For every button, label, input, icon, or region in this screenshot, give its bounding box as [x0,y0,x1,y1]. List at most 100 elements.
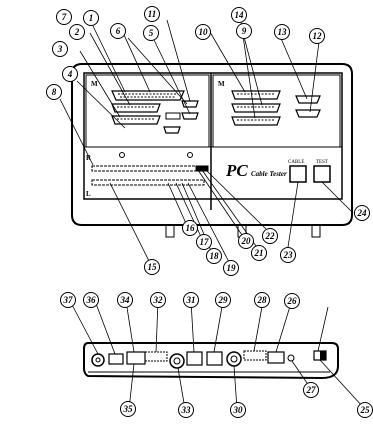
port-db9-b [126,351,146,365]
callout-12: 12 [309,28,325,44]
svg-text:5: 5 [149,28,154,38]
bottom-chassis [83,342,339,380]
connector-db25-right-b [231,103,281,113]
svg-text:7: 7 [62,12,67,22]
svg-text:18: 18 [210,251,220,261]
callout-20: 20 [238,233,254,249]
callout-24: 24 [354,205,370,221]
svg-text:15: 15 [148,262,158,272]
led-indicator-left [119,152,125,158]
callout-27: 27 [303,382,319,398]
callout-31: 31 [183,292,199,308]
callout-18: 18 [206,248,222,264]
callout-26: 26 [284,293,300,309]
connector-db25-b [111,115,161,125]
led-indicator-right [187,152,193,158]
callout-17: 17 [196,234,212,250]
bnc-left [169,353,185,369]
foot-right [311,224,321,238]
callout-19: 19 [223,260,239,276]
svg-text:32: 32 [153,295,164,305]
callout-11: 11 [144,6,160,22]
callout-3: 3 [52,41,68,57]
svg-text:23: 23 [283,250,294,260]
callout-35: 35 [120,401,136,417]
callout-16: 16 [182,220,198,236]
callout-9: 9 [236,23,252,39]
foot-left [165,224,175,238]
svg-text:28: 28 [257,295,268,305]
callout-14: 14 [231,7,247,23]
svg-text:37: 37 [63,295,74,305]
led-row-upper [91,165,205,172]
svg-text:10: 10 [199,27,209,37]
svg-text:22: 22 [265,231,276,241]
left-module-mark: M [91,80,98,88]
callout-1: 1 [83,10,99,26]
connector-small-left [163,126,181,134]
top-unit [71,63,353,238]
right-module-mark: M [218,80,225,88]
callout-5: 5 [143,25,159,41]
svg-text:3: 3 [57,44,63,54]
svg-text:6: 6 [116,26,121,36]
dip-switch-left [144,351,168,362]
svg-text:25: 25 [360,405,371,415]
svg-text:8: 8 [52,87,57,97]
row-mark-lower: L [86,190,91,198]
power-jack [91,353,105,367]
callout-32: 32 [150,292,166,308]
callout-6: 6 [110,23,126,39]
callout-37: 37 [60,292,76,308]
svg-text:33: 33 [181,405,192,415]
callout-29: 29 [215,292,231,308]
svg-text:29: 29 [218,295,229,305]
row-mark-upper: R [86,154,92,162]
callout-34: 34 [117,292,133,308]
cable-button[interactable] [289,165,307,183]
svg-text:30: 30 [233,405,244,415]
callout-30: 30 [230,402,246,418]
callout-33: 33 [178,402,194,418]
svg-text:4: 4 [67,69,73,79]
callout-21: 21 [251,245,267,261]
status-leds [195,165,209,172]
connector-db9-left-b [165,112,199,120]
callouts: 1 7 2 3 4 8 6 5 11 10 9 14 13 12 16 17 1… [46,6,373,418]
top-unit-text: M M R L PC Cable Tester CABLE TEST [86,80,328,198]
svg-text:16: 16 [186,223,196,233]
svg-text:14: 14 [235,10,245,20]
test-button[interactable] [313,165,331,183]
svg-text:34: 34 [120,295,131,305]
svg-text:12: 12 [313,31,323,41]
callout-13: 13 [274,24,290,40]
callout-2: 2 [69,24,85,40]
svg-text:26: 26 [287,296,298,306]
bnc-right [226,351,242,367]
callout-10: 10 [195,24,211,40]
svg-text:11: 11 [148,9,157,19]
callout-8: 8 [46,84,62,100]
callout-25: 25 [357,402,373,418]
svg-text:19: 19 [227,263,237,273]
test-button-label: TEST [316,160,328,165]
svg-text:27: 27 [306,385,317,395]
brand-logo: PC [225,161,248,180]
rj45-right [206,351,223,366]
rj45-left [186,351,203,366]
dip-switch-right [243,350,267,361]
svg-text:21: 21 [254,248,264,258]
connector-db25-a [111,103,161,113]
port-db9-c [267,351,285,364]
svg-text:31: 31 [186,295,196,305]
led-row-lower [91,179,205,186]
connector-db37 [111,90,185,101]
svg-text:24: 24 [357,208,368,218]
connector-db25-right-c [231,116,281,126]
svg-text:1: 1 [89,13,94,23]
callout-15: 15 [144,259,160,275]
callout-28: 28 [254,292,270,308]
connector-db25-right-a [231,90,281,100]
svg-text:17: 17 [200,237,210,247]
